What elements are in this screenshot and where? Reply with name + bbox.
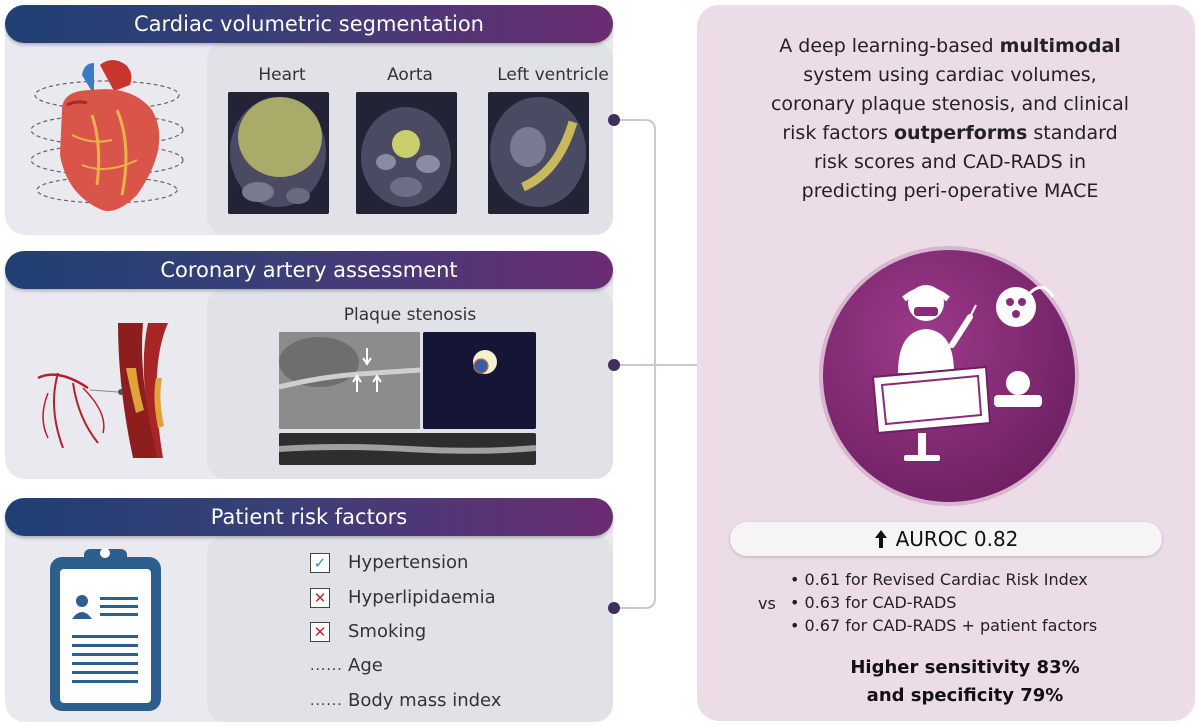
risk-item-hyperlipidaemia: ✕ Hyperlipidaemia bbox=[310, 587, 496, 608]
scan-label-heart: Heart bbox=[258, 65, 306, 85]
connector-dot-coronary bbox=[608, 359, 620, 371]
comparison-item: • 0.67 for CAD-RADS + patient factors bbox=[790, 616, 1098, 635]
summary-line4a: risk factors bbox=[782, 122, 894, 144]
summary-line4c: standard bbox=[1027, 122, 1118, 144]
connector-dot-cardiac bbox=[608, 114, 620, 126]
risk-item-hypertension: ✓ Hypertension bbox=[310, 552, 468, 573]
risk-label-age: Age bbox=[348, 655, 383, 676]
vs-label: vs bbox=[758, 594, 776, 613]
sensitivity-text: Higher sensitivity 83% bbox=[850, 657, 1080, 678]
summary-line3: coronary plaque stenosis, and clinical bbox=[770, 93, 1130, 115]
risk-label-hyperlipidaemia: Hyperlipidaemia bbox=[348, 587, 496, 608]
auroc-value: AUROC 0.82 bbox=[895, 527, 1019, 551]
comparison-list: • 0.61 for Revised Cardiac Risk Index • … bbox=[790, 568, 1097, 637]
risk-item-age: ...... Age bbox=[310, 655, 383, 676]
summary-line1a: A deep learning-based bbox=[779, 35, 1000, 57]
plaque-ct-cross-section bbox=[423, 332, 536, 429]
risk-label-hypertension: Hypertension bbox=[348, 552, 469, 573]
cardiac-header: Cardiac volumetric segmentation bbox=[5, 5, 613, 43]
check-icon: ✓ bbox=[310, 552, 330, 573]
comparison-rcri: 0.61 for Revised Cardiac Risk Index bbox=[804, 570, 1088, 589]
coronary-artery-illustration bbox=[37, 323, 168, 458]
cardiac-title: Cardiac volumetric segmentation bbox=[134, 12, 484, 36]
risk-list-panel bbox=[207, 535, 613, 722]
risk-label-smoking: Smoking bbox=[348, 621, 427, 642]
risk-item-smoking: ✕ Smoking bbox=[310, 621, 426, 642]
clipboard-icon bbox=[50, 548, 161, 711]
plaque-ct-straightened bbox=[279, 433, 536, 465]
scan-label-left-ventricle: Left ventricle bbox=[497, 65, 609, 85]
coronary-header: Coronary artery assessment bbox=[5, 251, 613, 289]
arrow-up-icon bbox=[874, 530, 887, 548]
sensitivity-specificity: Higher sensitivity 83% and specificity 7… bbox=[760, 654, 1170, 710]
cross-icon: ✕ bbox=[310, 587, 330, 608]
heart-illustration bbox=[30, 60, 184, 211]
risk-label-bmi: Body mass index bbox=[348, 690, 502, 711]
coronary-title: Coronary artery assessment bbox=[160, 258, 458, 282]
summary-text: A deep learning-based multimodal system … bbox=[740, 32, 1160, 206]
scan-label-aorta: Aorta bbox=[387, 65, 433, 85]
aorta-ct-scan bbox=[356, 92, 457, 214]
plaque-stenosis-label: Plaque stenosis bbox=[343, 305, 477, 325]
risk-header: Patient risk factors bbox=[5, 498, 613, 536]
summary-emph-outperforms: outperforms bbox=[893, 122, 1028, 144]
cross-icon: ✕ bbox=[310, 621, 330, 642]
summary-line2: system using cardiac volumes, bbox=[803, 64, 1097, 86]
comparison-item: • 0.61 for Revised Cardiac Risk Index bbox=[790, 570, 1088, 589]
left-ventricle-ct-scan bbox=[488, 92, 589, 214]
summary-line5: risk scores and CAD-RADS in bbox=[813, 151, 1087, 173]
comparison-item: • 0.63 for CAD-RADS bbox=[790, 593, 957, 612]
risk-title: Patient risk factors bbox=[210, 505, 408, 529]
summary-emph-multimodal: multimodal bbox=[999, 35, 1121, 57]
summary-line6: predicting peri-operative MACE bbox=[801, 180, 1099, 202]
comparison-cad-rads-patient: 0.67 for CAD-RADS + patient factors bbox=[804, 616, 1098, 635]
heart-ct-scan bbox=[228, 92, 329, 214]
risk-item-bmi: ...... Body mass index bbox=[310, 690, 501, 711]
specificity-text: and specificity 79% bbox=[866, 685, 1064, 706]
plaque-ct-longitudinal bbox=[279, 332, 420, 429]
connector-dot-risk bbox=[608, 602, 620, 614]
surgeon-icon bbox=[819, 246, 1079, 506]
comparison-cad-rads: 0.63 for CAD-RADS bbox=[804, 593, 957, 612]
auroc-pill: AUROC 0.82 bbox=[730, 522, 1162, 556]
